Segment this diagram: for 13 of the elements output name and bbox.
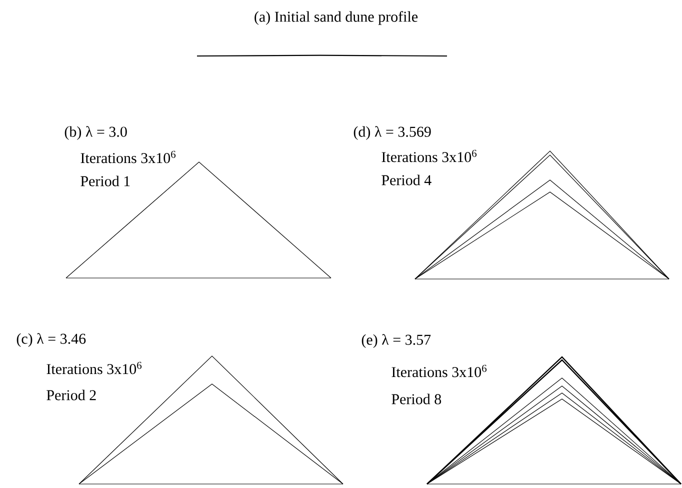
panel-label: Period 8 bbox=[392, 394, 442, 404]
panel-label: Iterations 3x10$^{6}$ bbox=[80, 150, 176, 164]
panel-label: Iterations 3x10$^{6}$ bbox=[382, 150, 477, 162]
panel-label: Iterations 3x10$^{6}$ bbox=[46, 362, 142, 374]
panel-label: (b) λ = 3.0 bbox=[64, 126, 127, 140]
panel-label: Iterations 3x10$^{6}$ bbox=[392, 364, 487, 378]
panel-label: Period 4 bbox=[382, 174, 432, 186]
caption: (a) Initial sand dune profile bbox=[254, 11, 418, 25]
panel-label: (e) λ = 3.57 bbox=[362, 334, 431, 348]
panel-label: Period 2 bbox=[46, 390, 96, 400]
panel-label: Period 1 bbox=[80, 176, 130, 186]
panel-label: (c) λ = 3.46 bbox=[16, 333, 86, 347]
panel-label: (d) λ = 3.569 bbox=[354, 126, 431, 140]
